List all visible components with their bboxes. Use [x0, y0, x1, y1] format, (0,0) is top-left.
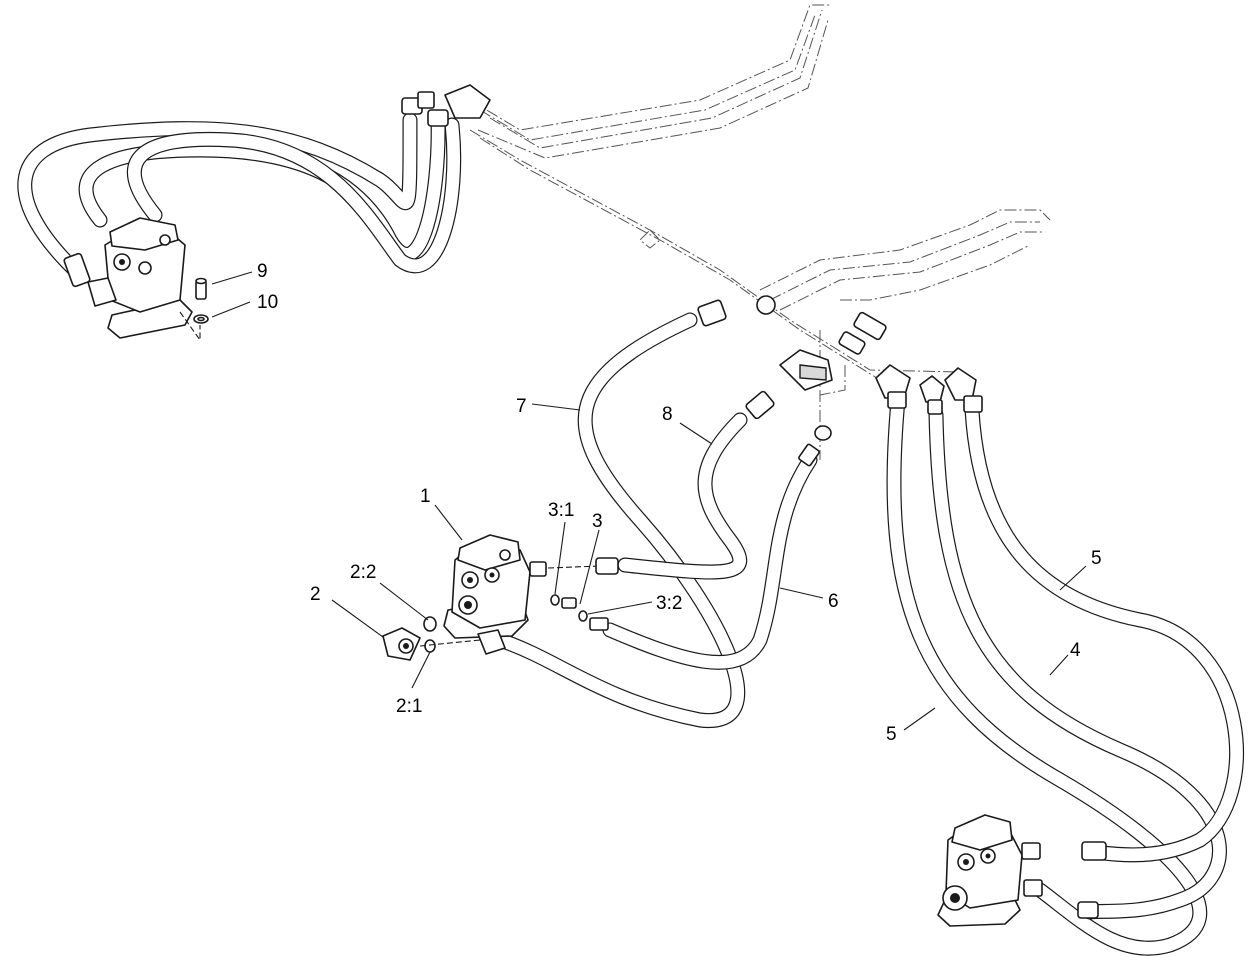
callout-2: 2	[310, 584, 321, 605]
leader-lines	[211, 271, 1087, 731]
center-motor	[443, 534, 547, 655]
callout-1: 1	[420, 486, 431, 507]
upper-right-fittings	[838, 311, 983, 415]
callout-5-lower: 5	[886, 724, 897, 745]
upper-left-hose-bundle	[17, 112, 462, 283]
right-hose-bundle	[886, 392, 1244, 956]
callout-3-1: 3:1	[548, 500, 574, 521]
callout-9-text: 9	[257, 261, 268, 282]
top-center-fittings	[401, 84, 491, 127]
bolt-and-washer	[179, 277, 209, 342]
phantom-frame-lines	[469, 4, 1051, 460]
callout-2-2: 2:2	[350, 562, 376, 583]
upper-left-motor	[63, 217, 193, 339]
hose-8	[617, 412, 748, 580]
fitting-3-assembly	[547, 557, 619, 631]
callout-10-text: 10	[257, 292, 278, 313]
fitting-2-assembly	[382, 616, 481, 661]
callout-3-2: 3:2	[656, 593, 682, 614]
callout-text-group: 1 2 2:1 2:2 3 3:1 3:2 4 5 5 6 7 8 9 9	[310, 396, 1102, 745]
upper-fittings	[697, 295, 833, 467]
callout-8: 8	[662, 404, 673, 425]
hose-6	[602, 452, 818, 670]
callout-5-upper: 5	[1091, 548, 1102, 569]
lower-right-motor	[937, 814, 1107, 927]
hose-7	[492, 312, 746, 729]
callout-3: 3	[592, 511, 603, 532]
callout-7: 7	[516, 396, 527, 417]
callout-4: 4	[1070, 640, 1081, 661]
callout-2-1: 2:1	[396, 696, 422, 717]
callout-6: 6	[828, 591, 839, 612]
